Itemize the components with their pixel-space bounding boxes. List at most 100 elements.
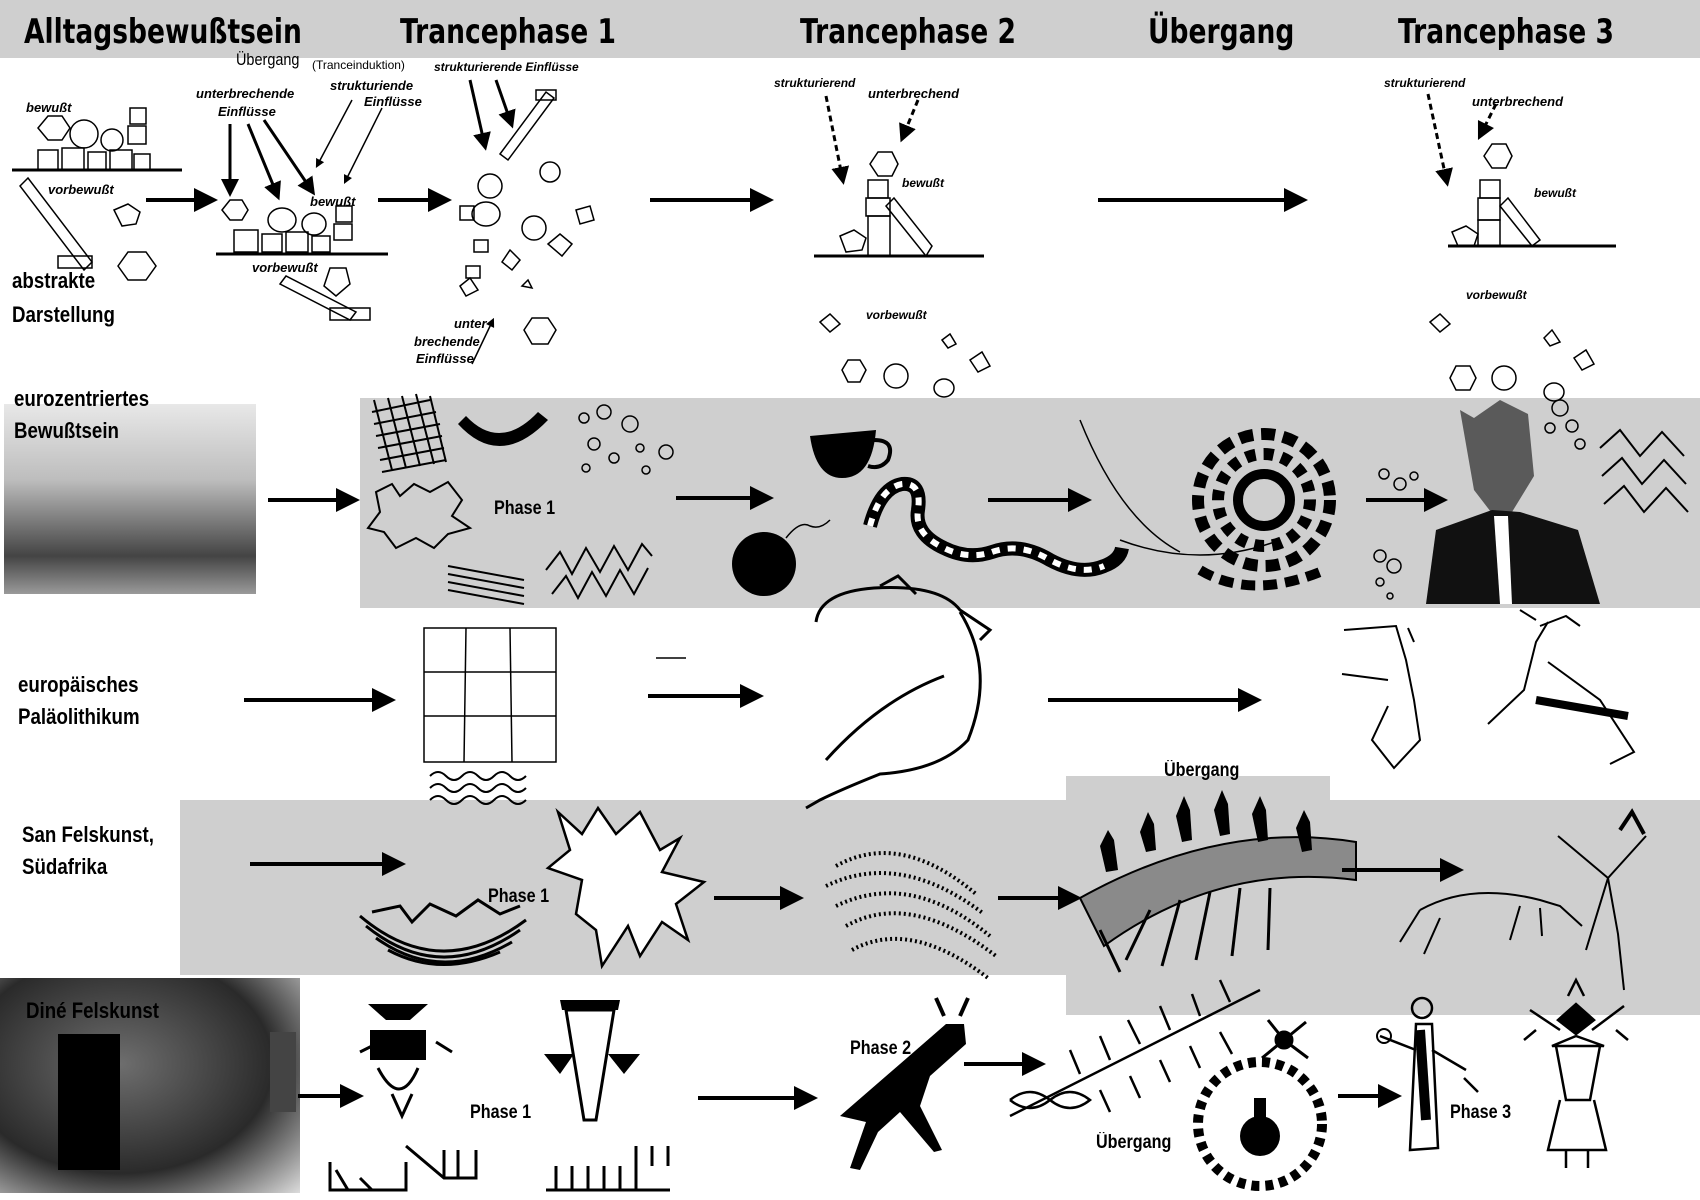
arrows-interrupting-influences: [221, 119, 316, 201]
row-label-dine: Diné Felskunst: [26, 998, 160, 1023]
grid-hatch-pattern: [371, 393, 447, 473]
dine-figure-1: [1379, 996, 1479, 1152]
trance1-scattered-shapes: [459, 161, 595, 345]
vortex-line-2: [1119, 539, 1281, 556]
header-trancephase-3: Trancephase 3: [1398, 12, 1614, 52]
label-vorbewusst-4: vorbewußt: [1466, 288, 1527, 302]
dine-glyph-base-3: [546, 1146, 670, 1192]
label-unterbrechend-2: unterbrechend: [868, 86, 960, 101]
row-label-san-2: Südafrika: [22, 854, 108, 879]
waves-pattern: [429, 771, 527, 805]
trance2-stack: [814, 151, 984, 258]
header-trancephase-2: Trancephase 2: [800, 12, 1016, 52]
band-san-ext: [1066, 975, 1700, 1015]
trance3-stack: [1448, 143, 1616, 248]
zigzag-pattern-1: [545, 542, 653, 577]
san-jagged-shape: [545, 805, 707, 970]
label-strukturiende: strukturiende: [330, 78, 414, 93]
trance2-arrows: [824, 95, 920, 185]
label-vorbewusst-3: vorbewußt: [866, 308, 927, 322]
cup-handle: [867, 438, 893, 470]
row-label-abstract-1: abstrakte: [12, 268, 96, 293]
label-tranceinduktion: (Tranceinduktion): [312, 58, 405, 72]
vortex-line-1: [1079, 419, 1181, 553]
label-strukturierende-einfluesse: strukturierende Einflüsse: [434, 60, 579, 74]
dine-cliff-photo: [0, 978, 300, 1193]
trance3-preconscious-shapes: [1428, 312, 1596, 402]
starburst-pattern: [366, 480, 473, 550]
trance1-bone: [498, 89, 557, 162]
bubbles-wolf: [1373, 399, 1586, 600]
row-label-paleolithic-2: Paläolithikum: [18, 704, 140, 729]
san-stipple-arcs: [825, 851, 998, 980]
bomb-fuse: [785, 519, 831, 539]
label-strukturierend-2: strukturierend: [774, 76, 856, 90]
dine-figure-2: [1523, 977, 1629, 1168]
label-brechende: brechende: [414, 334, 480, 349]
abstract-preconscious-shapes-1: [112, 203, 157, 281]
abstract-conscious-stack-1: [12, 107, 182, 172]
snake-icon: [863, 476, 1129, 577]
crown-arc-pattern: [458, 412, 548, 447]
band-san: [180, 800, 1700, 975]
paleolithic-animal: [805, 574, 993, 810]
bubbles-eurocentric: [578, 404, 674, 475]
label-vorbewusst-2: vorbewußt: [252, 260, 318, 275]
dine-small-sun: [1376, 1028, 1392, 1044]
row-label-eurocentric-1: eurozentriertes: [14, 386, 150, 411]
abstract-bone-shape-2: [278, 275, 371, 321]
label-bewusst-3: bewußt: [902, 176, 944, 190]
label-unterbrechende: unterbrechende: [196, 86, 295, 101]
dine-glyph-base-1: [328, 1162, 408, 1192]
san-nested-arc: [359, 898, 527, 966]
abstract-hexagon-2: [323, 267, 351, 297]
row-label-san-1: San Felskunst,: [22, 822, 154, 847]
dine-glyph-2: [544, 1000, 640, 1122]
dine-cliff-detail: [58, 1032, 296, 1170]
therianthrope-figure-2: [1487, 609, 1636, 765]
label-strukturierend-3: strukturierend: [1384, 76, 1466, 90]
bomb-icon: [732, 532, 796, 596]
abstract-bone-shape-1: [19, 176, 93, 272]
label-uebergang-induction: Übergang: [236, 50, 300, 69]
phase-2-dine: Phase 2: [850, 1038, 912, 1059]
label-einfluesse-3: Einflüsse: [416, 351, 474, 366]
zigzag-pattern-2: [551, 567, 649, 601]
header-trancephase-1: Trancephase 1: [400, 12, 616, 52]
san-transition-arc: [1078, 836, 1357, 948]
parallel-lines-pattern: [447, 565, 525, 605]
dine-star-node: [1261, 1019, 1309, 1060]
row-label-paleolithic-1: europäisches: [18, 672, 139, 697]
san-flying-figure: [1557, 808, 1647, 991]
san-antelope-heads: [1100, 790, 1312, 872]
san-legs: [1098, 887, 1272, 973]
header-uebergang: Übergang: [1148, 12, 1295, 52]
dine-glyph-base-2: [405, 1144, 478, 1180]
header-alltagsbewusstsein: Alltagsbewußtsein: [24, 12, 302, 52]
label-einfluesse-1: Einflüsse: [218, 104, 276, 119]
band-san-tab: [1066, 776, 1330, 806]
uebergang-dine: Übergang: [1096, 1132, 1172, 1153]
zigzag-wolf: [1599, 428, 1689, 514]
row-label-eurocentric-2: Bewußtsein: [14, 418, 119, 443]
label-bewusst-4: bewußt: [1534, 186, 1576, 200]
san-antelope-trance: [1399, 891, 1583, 955]
header-bar: [0, 0, 1700, 58]
abstract-conscious-stack-2: [216, 199, 388, 256]
phase-1-san: Phase 1: [488, 886, 550, 907]
label-vorbewusst-1: vorbewußt: [48, 182, 114, 197]
therianthrope-figure-1: [1341, 624, 1422, 770]
trance1-arrows: [468, 79, 516, 151]
vortex-spiral: [1192, 428, 1336, 591]
dine-branching-tree: [1009, 979, 1261, 1118]
arrows-structuring-influences: [315, 99, 383, 185]
dine-sun-ring: [1193, 1057, 1327, 1191]
cup-icon: [810, 430, 876, 478]
city-harbour-photo: [4, 404, 256, 594]
dine-deer-figure: [840, 997, 970, 1170]
phase-1-eurocentric: Phase 1: [494, 498, 556, 519]
arrow-interrupting-up: [471, 317, 495, 365]
dine-glyph-1: [359, 1004, 453, 1120]
phase-1-dine: Phase 1: [470, 1102, 532, 1123]
